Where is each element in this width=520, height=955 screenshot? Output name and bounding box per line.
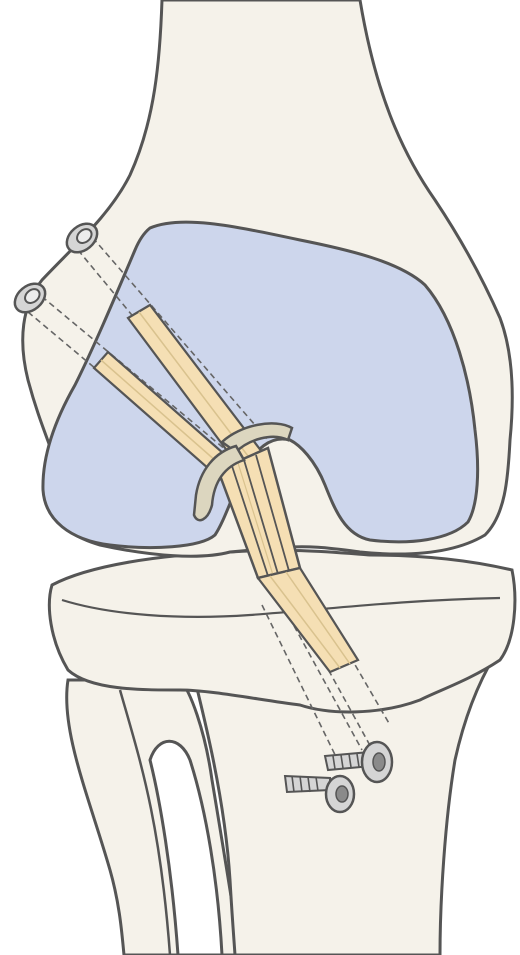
knee-acl-reconstruction-diagram bbox=[0, 0, 520, 955]
diagram-svg bbox=[0, 0, 520, 955]
